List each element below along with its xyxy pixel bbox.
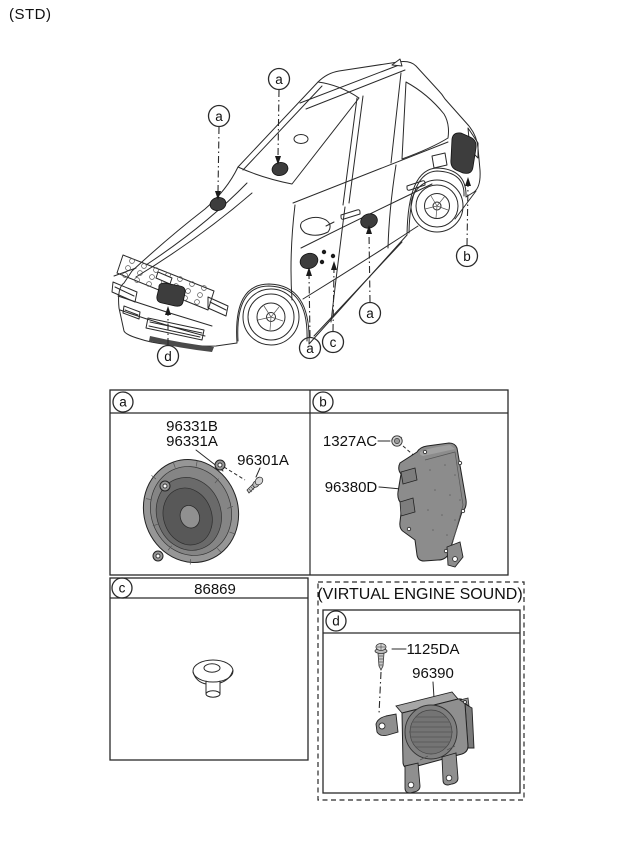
screw-96301A-art [246,476,264,494]
callout-a-front-door: a [298,267,322,360]
far-side-mirror [293,134,309,144]
callout-letter: a [215,109,223,124]
grommet-art [192,659,234,698]
callout-b-rear-quarter: b [455,177,479,268]
panel-c: c 86869 [109,577,309,761]
door-clip-dots [319,249,336,265]
part-label-96331B: 96331B [166,418,218,435]
rear-wheel [410,179,464,233]
callout-letter: d [164,349,172,364]
nut-1327AC-art [391,435,403,447]
panel-b: b 1327AC 96380D [312,391,467,568]
virtual-engine-sound-box [317,581,525,801]
fuel-door [431,152,448,169]
speaker-front-door [299,252,319,270]
part-label-86869: 86869 [194,581,236,598]
callout-letter: b [463,249,471,264]
amp-box-art [397,442,467,568]
panel-a: a 96331B 96331A 96301A [112,391,289,565]
callout-c-door-clips: c [321,261,345,354]
part-label-1327AC: 1327AC [323,433,377,450]
panel-c-letter: c [119,581,126,596]
part-label-96331A: 96331A [166,433,218,450]
front-bumper [117,295,214,352]
vess-unit-art [375,691,475,794]
side-mirror [300,216,335,236]
speaker-rear-door [360,213,378,229]
panel-d-border [322,609,521,794]
panel-d-group: (VIRTUAL ENGINE SOUND) d 1125DA 96390 [317,581,525,801]
panel-b-letter: b [319,395,327,410]
panel-a-letter-circle [112,391,134,413]
callout-a-dash-left: a [207,104,231,200]
speaker-dash-left [209,196,227,212]
panel-c-border [109,577,309,761]
panel-d-letter: d [332,614,340,629]
callout-a-dash-center: a [267,67,291,165]
vess-unit-front [156,282,186,307]
callout-d-vess: d [156,306,180,368]
panel-d-letter-circle [325,610,347,632]
virtual-engine-sound-title: (VIRTUAL ENGINE SOUND) [317,586,522,603]
speaker-rear-quarter [450,132,477,174]
panel-a-letter: a [119,395,127,410]
panel-ab-border [109,389,509,576]
panel-b-letter-circle [312,391,334,413]
callout-a-rear-door: a [358,225,382,325]
callout-letter: c [330,335,337,350]
headlight-right [207,296,229,317]
front-wheel [242,288,300,346]
panel-c-letter-circle [111,577,133,599]
part-label-96301A: 96301A [237,452,289,469]
door-speaker-art [142,459,240,565]
part-label-1125DA: 1125DA [406,641,459,658]
callout-letter: a [366,306,374,321]
screw-1125DA-art [374,643,388,671]
vehicle-illustration [111,58,481,352]
variant-label: (STD) [9,6,52,23]
callout-letter: a [275,72,283,87]
callout-letter: a [306,341,314,356]
part-label-96390: 96390 [412,665,454,682]
part-label-96380D: 96380D [325,479,378,496]
